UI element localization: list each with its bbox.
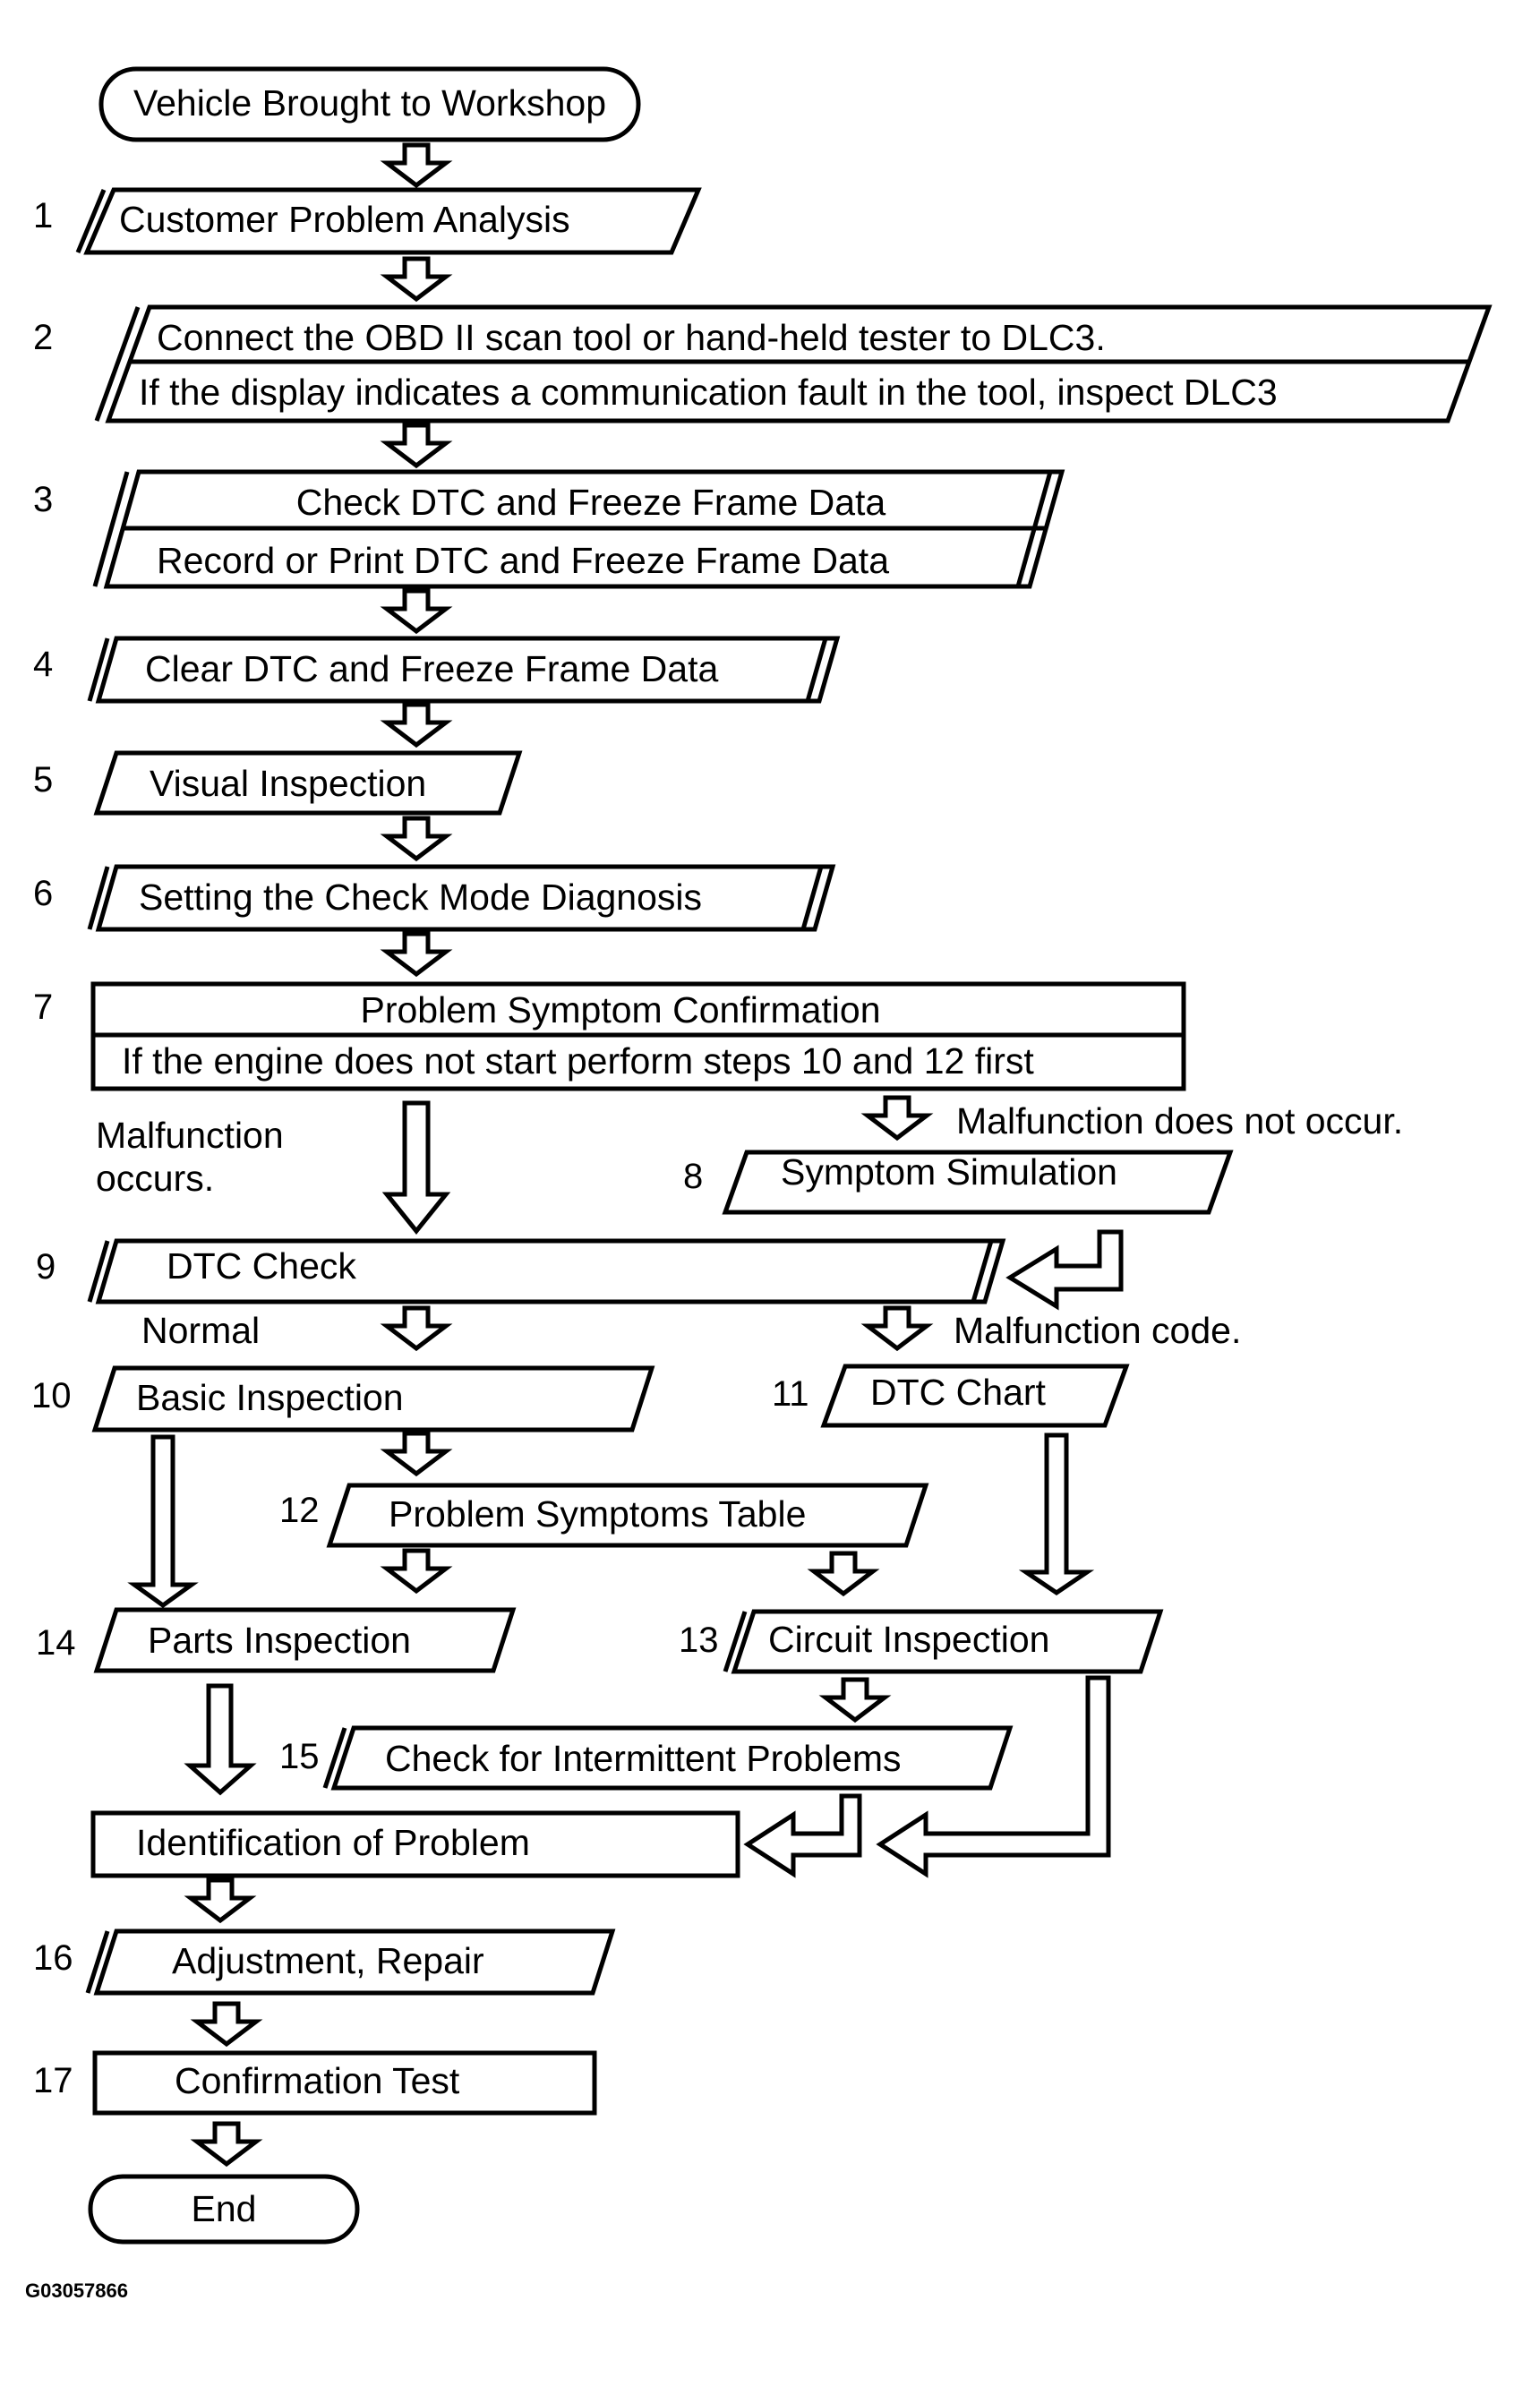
- arrow-down: [387, 145, 446, 185]
- step-2-number: 2: [33, 318, 53, 357]
- step-3-check-dtc: Check DTC and Freeze Frame Data Record o…: [92, 469, 1065, 589]
- arrow-down: [191, 1880, 250, 1920]
- identification-of-problem: Identification of Problem: [90, 1810, 740, 1878]
- step-10-number: 10: [31, 1376, 72, 1415]
- arrow-down: [197, 2004, 256, 2044]
- step-2-connect-scan-tool: Connect the OBD II scan tool or hand-hel…: [94, 304, 1493, 423]
- step-10-label: Basic Inspection: [136, 1377, 404, 1418]
- arrow-down: [814, 1553, 873, 1594]
- step-16-label: Adjustment, Repair: [172, 1940, 484, 1981]
- step-1-label: Customer Problem Analysis: [119, 199, 570, 240]
- step-9-number: 9: [36, 1247, 56, 1287]
- step-5-number: 5: [33, 760, 53, 800]
- step-3-line1: Check DTC and Freeze Frame Data: [296, 482, 886, 523]
- arrow-down: [387, 1433, 446, 1474]
- arrow-return-circuit: [876, 1675, 1111, 1878]
- step-15-number: 15: [279, 1737, 320, 1776]
- arrow-down: [387, 934, 446, 974]
- step-6-check-mode-diagnosis: Setting the Check Mode Diagnosis: [87, 864, 836, 932]
- arrow-down: [868, 1098, 927, 1138]
- start-label: Vehicle Brought to Workshop: [133, 82, 606, 124]
- step-7-line1: Problem Symptom Confirmation: [360, 989, 880, 1031]
- step-15-intermittent-problems: Check for Intermittent Problems: [322, 1725, 1014, 1791]
- step-10-basic-inspection: Basic Inspection: [91, 1365, 655, 1432]
- branch-malfunction-occurs-line1: Malfunction: [96, 1115, 284, 1156]
- step-7-number: 7: [33, 988, 53, 1027]
- arrow-down: [197, 2124, 256, 2164]
- step-17-number: 17: [33, 2061, 73, 2100]
- arrow-down-long: [1018, 1432, 1095, 1596]
- arrow-down: [826, 1680, 885, 1720]
- step-12-number: 12: [279, 1491, 320, 1530]
- arrow-down: [387, 591, 446, 631]
- branch-normal: Normal: [141, 1310, 260, 1351]
- step-9-dtc-check: DTC Check: [87, 1238, 1006, 1304]
- arrow-down: [387, 1551, 446, 1591]
- step-13-label: Circuit Inspection: [768, 1619, 1049, 1660]
- arrow-down: [387, 818, 446, 859]
- step-14-number: 14: [36, 1623, 76, 1663]
- step-7-problem-symptom-confirmation: Problem Symptom Confirmation If the engi…: [90, 981, 1186, 1091]
- step-4-label: Clear DTC and Freeze Frame Data: [145, 648, 718, 689]
- step-9-label: DTC Check: [167, 1245, 356, 1287]
- step-8-number: 8: [683, 1157, 703, 1196]
- branch-malfunction-code: Malfunction code.: [954, 1310, 1241, 1351]
- step-2-line2: If the display indicates a communication…: [139, 372, 1278, 413]
- step-6-number: 6: [33, 874, 53, 913]
- arrow-down-long: [184, 1683, 257, 1796]
- step-11-label: DTC Chart: [870, 1372, 1047, 1413]
- step-1-customer-problem-analysis: Customer Problem Analysis: [75, 187, 702, 255]
- step-3-number: 3: [33, 480, 53, 519]
- arrow-down: [868, 1308, 927, 1348]
- step-17-label: Confirmation Test: [175, 2060, 460, 2101]
- step-12-label: Problem Symptoms Table: [389, 1493, 806, 1535]
- arrow-return-symptom-simulation: [1005, 1229, 1124, 1311]
- branch-malfunction-occurs-line2: occurs.: [96, 1158, 214, 1199]
- step-2-line1: Connect the OBD II scan tool or hand-hel…: [157, 317, 1106, 358]
- arrow-return-intermittent: [743, 1793, 862, 1878]
- arrow-down-long: [381, 1100, 451, 1235]
- arrow-down: [387, 425, 446, 466]
- figure-id: G03057866: [25, 2279, 128, 2302]
- step-16-number: 16: [33, 1938, 73, 1978]
- step-3-line2: Record or Print DTC and Freeze Frame Dat…: [157, 540, 889, 581]
- step-5-label: Visual Inspection: [150, 763, 426, 804]
- arrow-down: [387, 259, 446, 299]
- identification-label: Identification of Problem: [136, 1822, 530, 1863]
- step-4-number: 4: [33, 645, 53, 684]
- step-8-label: Symptom Simulation: [781, 1151, 1117, 1193]
- step-6-label: Setting the Check Mode Diagnosis: [139, 877, 702, 918]
- step-8-symptom-simulation: Symptom Simulation: [722, 1150, 1234, 1215]
- step-17-confirmation-test: Confirmation Test: [92, 2050, 597, 2116]
- step-11-dtc-chart: DTC Chart: [820, 1364, 1130, 1428]
- step-14-parts-inspection: Parts Inspection: [93, 1607, 517, 1673]
- step-11-number: 11: [772, 1374, 809, 1414]
- step-1-number: 1: [33, 196, 53, 235]
- step-12-problem-symptoms-table: Problem Symptoms Table: [326, 1483, 929, 1548]
- step-4-clear-dtc: Clear DTC and Freeze Frame Data: [87, 636, 841, 704]
- end-terminal: End: [88, 2174, 360, 2245]
- arrow-down-long: [127, 1434, 199, 1609]
- branch-malfunction-does-not-occur: Malfunction does not occur.: [956, 1100, 1403, 1142]
- step-13-circuit-inspection: Circuit Inspection: [723, 1609, 1164, 1674]
- arrow-down: [387, 1308, 446, 1348]
- step-16-adjustment-repair: Adjustment, Repair: [85, 1928, 616, 1996]
- arrow-down: [387, 705, 446, 745]
- end-label: End: [192, 2188, 257, 2229]
- step-15-label: Check for Intermittent Problems: [385, 1738, 901, 1779]
- step-7-line2: If the engine does not start perform ste…: [122, 1040, 1034, 1082]
- start-terminal: Vehicle Brought to Workshop: [98, 66, 641, 142]
- step-13-number: 13: [679, 1621, 719, 1660]
- step-5-visual-inspection: Visual Inspection: [93, 750, 523, 816]
- step-14-label: Parts Inspection: [148, 1620, 411, 1661]
